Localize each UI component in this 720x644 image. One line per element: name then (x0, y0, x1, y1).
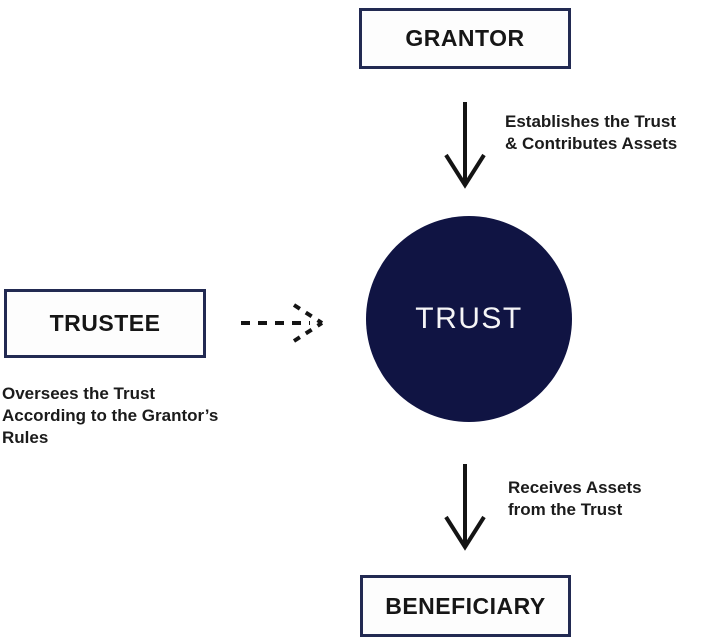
label-line: According to the Grantor’s (2, 406, 219, 425)
down-arrow-icon (444, 464, 486, 551)
trust-to-beneficiary-label: Receives Assets from the Trust (508, 477, 642, 521)
beneficiary-node: BENEFICIARY (360, 575, 571, 637)
label-line: Establishes the Trust (505, 112, 676, 131)
trust-node: TRUST (366, 216, 572, 422)
trust-label: TRUST (415, 302, 523, 335)
trustee-node: TRUSTEE (4, 289, 206, 358)
trustee-role-label: Oversees the Trust According to the Gran… (2, 383, 218, 449)
label-line: Oversees the Trust (2, 384, 156, 403)
trustee-label: TRUSTEE (49, 310, 161, 336)
label-line: & Contributes Assets (505, 134, 678, 153)
down-arrow-icon (444, 102, 486, 189)
dashed-right-arrow-icon (241, 303, 324, 343)
grantor-node: GRANTOR (359, 8, 571, 69)
label-line: from the Trust (508, 500, 623, 519)
label-line: Receives Assets (508, 478, 642, 497)
beneficiary-label: BENEFICIARY (385, 592, 546, 619)
label-line: Rules (2, 428, 49, 447)
grantor-to-trust-label: Establishes the Trust & Contributes Asse… (505, 111, 677, 155)
grantor-label: GRANTOR (405, 25, 525, 51)
